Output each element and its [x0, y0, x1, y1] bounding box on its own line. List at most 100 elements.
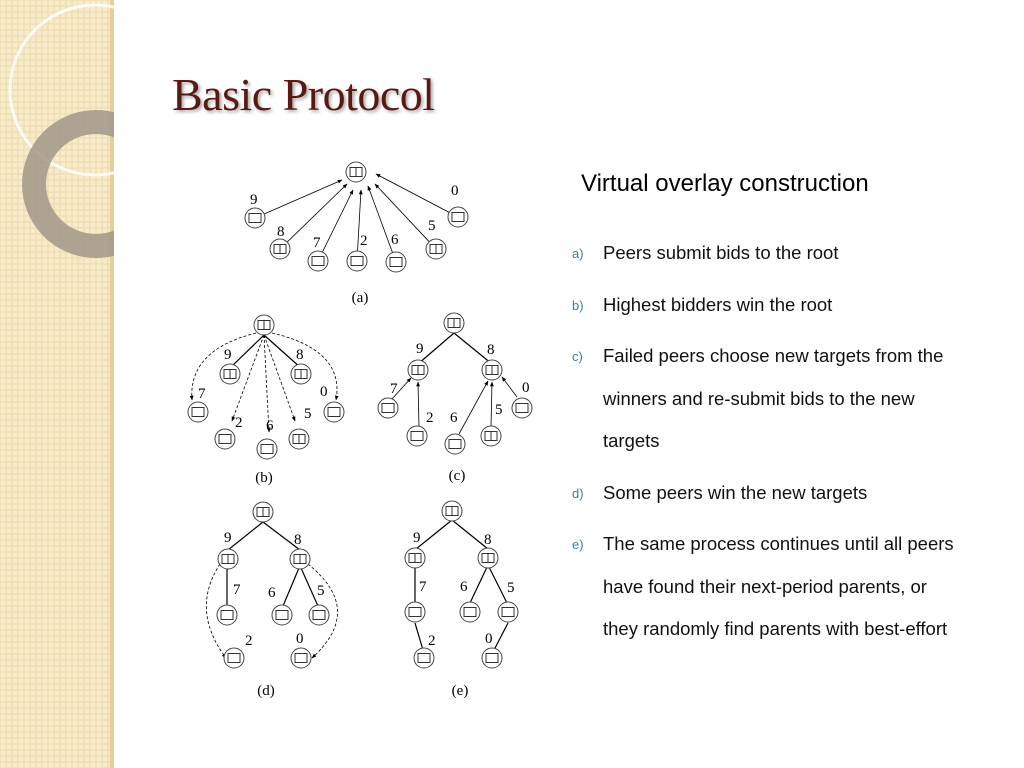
bid-label: 5	[304, 406, 312, 422]
bid-label: 5	[317, 583, 325, 599]
peer-node	[256, 438, 278, 460]
list-item: b)Highest bidders win the root	[572, 284, 962, 327]
tree-edge	[229, 334, 265, 369]
redirect-arrow	[189, 332, 257, 401]
panel-caption: (d)	[257, 683, 275, 699]
peer-node	[244, 207, 266, 229]
step-marker: a)	[572, 246, 584, 261]
tree-edge	[493, 622, 509, 651]
list-item: e) The same process continues until all p…	[572, 523, 962, 651]
bid-arrow	[264, 179, 343, 215]
bid-label: 0	[320, 384, 328, 400]
tree-edge	[300, 567, 319, 607]
redirect-arrow	[307, 563, 338, 659]
tree-edge	[469, 566, 488, 604]
bid-label: 2	[235, 415, 243, 431]
list-item: d)Some peers win the new targets	[572, 472, 962, 515]
bid-label: 2	[426, 410, 434, 426]
peer-node	[271, 604, 293, 626]
bid-label: 7	[390, 381, 398, 397]
bid-arrow	[375, 173, 450, 213]
bid-label: 5	[428, 218, 436, 234]
section-heading: Virtual overlay construction	[581, 170, 869, 197]
bid-arrow	[391, 377, 412, 400]
peer-node	[459, 601, 481, 623]
peer-node	[447, 206, 469, 228]
peer-node	[425, 238, 447, 260]
winner-node	[219, 363, 241, 385]
peer-node	[223, 647, 245, 669]
bid-label: 0	[451, 183, 459, 199]
peer-node	[404, 601, 426, 623]
bid-label: 6	[268, 585, 276, 601]
bid-label: 6	[266, 418, 274, 434]
bid-label: 0	[296, 631, 304, 647]
bid-label: 8	[277, 224, 285, 240]
bid-label: 2	[428, 633, 436, 649]
panel-caption: (a)	[352, 290, 369, 306]
slide-title: Basic Protocol	[172, 69, 435, 120]
bid-label: 8	[296, 347, 304, 363]
bid-label: 6	[450, 410, 458, 426]
bid-label: 0	[485, 631, 493, 647]
peer-node	[187, 401, 209, 423]
peer-node	[269, 238, 291, 260]
tree-edge	[282, 567, 300, 607]
tree-edge	[415, 519, 453, 550]
bid-arrow	[489, 381, 494, 428]
peer-node	[480, 425, 502, 447]
tree-edge	[453, 332, 493, 365]
bid-label: 6	[391, 232, 399, 248]
peer-node	[307, 250, 329, 272]
bid-label: 2	[360, 233, 368, 249]
tree-edge	[488, 566, 508, 604]
panel-caption: (e)	[452, 683, 469, 699]
peer-node	[288, 428, 310, 450]
bid-label: 7	[419, 579, 427, 595]
tree-edge	[417, 332, 455, 365]
bid-label: 0	[522, 380, 530, 396]
bid-arrow	[231, 334, 265, 422]
peer-node	[308, 604, 330, 626]
step-text: Peers submit bids to the root	[603, 242, 839, 263]
bid-label: 5	[507, 580, 515, 596]
panel-caption: (c)	[449, 468, 466, 484]
tree-edge	[263, 334, 302, 369]
peer-node	[481, 647, 503, 669]
bid-label: 8	[484, 532, 492, 548]
root-node	[441, 500, 463, 522]
bid-arrow	[322, 189, 354, 253]
tree-edge	[451, 519, 489, 550]
tree-edge	[262, 521, 301, 551]
bid-arrow	[458, 380, 489, 435]
root-node	[443, 312, 465, 334]
step-marker: d)	[572, 485, 584, 501]
peer-node	[346, 250, 368, 272]
tree-edge	[414, 622, 424, 651]
panel-caption: (b)	[255, 470, 273, 486]
bid-arrow	[367, 185, 393, 253]
bid-label: 9	[250, 192, 258, 208]
root-node	[253, 314, 275, 336]
step-text: The same process continues until all pee…	[603, 533, 954, 639]
peer-node	[323, 401, 345, 423]
winner-node	[289, 548, 311, 570]
bid-label: 5	[495, 402, 503, 418]
peer-node	[216, 604, 238, 626]
step-text: Highest bidders win the root	[603, 293, 833, 315]
bid-arrow	[263, 334, 271, 433]
bid-label: 9	[413, 530, 421, 546]
step-text: Failed peers choose new targets from the…	[603, 345, 944, 451]
bid-arrow	[286, 183, 348, 243]
list-item: a) Peers submit bids to the root	[572, 232, 962, 275]
bid-label: 7	[313, 235, 321, 251]
bid-label: 9	[224, 530, 232, 546]
peer-node	[497, 601, 519, 623]
winner-node	[481, 359, 503, 381]
peer-node	[290, 647, 312, 669]
root-node	[252, 501, 274, 523]
redirect-arrow	[205, 563, 227, 659]
step-marker: e)	[572, 537, 584, 552]
peer-node	[511, 397, 533, 419]
